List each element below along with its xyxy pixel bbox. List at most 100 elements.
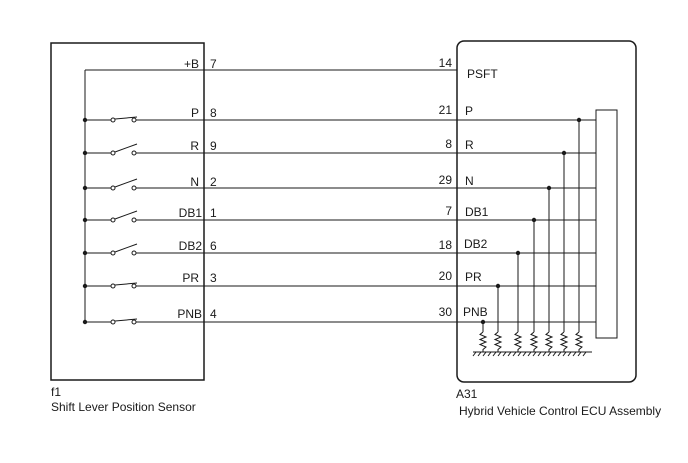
- pull-down-resistors: [472, 331, 592, 357]
- ground-hatch: [472, 351, 477, 357]
- ecu-pin-number: 21: [439, 103, 453, 117]
- ground-hatch: [537, 351, 542, 357]
- switch-blade: [114, 116, 138, 120]
- switch-contact: [110, 117, 116, 123]
- ground-hatch: [532, 351, 537, 357]
- ground-hatch: [567, 351, 572, 357]
- sensor-pin-label-pnb: PNB: [177, 307, 202, 321]
- sensor-connector-code: f1: [51, 385, 61, 399]
- switch-contact: [110, 250, 116, 256]
- ground-hatch: [492, 351, 497, 357]
- ecu-pin-number: 7: [445, 204, 452, 218]
- sensor-pin-number: 6: [210, 239, 217, 253]
- switches: [110, 116, 138, 325]
- sensor-pin-label-r: R: [190, 139, 199, 153]
- ecu-pin-labels: PSFT P R N DB1 DB2 PR PNB: [463, 67, 498, 319]
- ecu-ic-block: [595, 109, 618, 339]
- sensor-pin-label-b: +B: [184, 57, 199, 71]
- junction-dot: [82, 319, 88, 325]
- switch-blade: [114, 318, 138, 322]
- ground-hatch: [582, 351, 587, 357]
- resistor: [544, 331, 554, 352]
- switch-contact: [110, 150, 116, 156]
- ecu-pin-number: 29: [439, 173, 453, 187]
- switch-contact: [131, 283, 137, 289]
- junction-dot: [82, 150, 88, 156]
- ground-hatch: [552, 351, 557, 357]
- ecu-pin-numbers: 14 21 8 29 7 18 20 30: [439, 56, 453, 319]
- ground-hatch: [487, 351, 492, 357]
- switch-blade: [114, 282, 138, 286]
- sensor-box: [50, 42, 205, 381]
- wires: [82, 69, 618, 339]
- ecu-pin-label-pnb: PNB: [463, 305, 488, 319]
- ground-hatch: [542, 351, 547, 357]
- ecu-pin-number: 14: [439, 56, 453, 70]
- resistor: [529, 331, 539, 352]
- junction-dot: [82, 185, 88, 191]
- sensor-pin-number: 1: [210, 206, 217, 220]
- ground-hatch: [507, 351, 512, 357]
- ecu-pin-label-db1: DB1: [465, 205, 489, 219]
- sensor-pin-number: 4: [210, 307, 217, 321]
- sensor-pin-label-pr: PR: [182, 271, 199, 285]
- resistor: [559, 331, 569, 352]
- sensor-pin-label-p: P: [191, 106, 199, 120]
- resistor: [478, 331, 488, 352]
- ecu-pin-label-n: N: [465, 174, 474, 188]
- ground-hatch: [572, 351, 577, 357]
- switch-contact: [131, 150, 137, 156]
- ecu-pin-label-psft: PSFT: [467, 67, 498, 81]
- junction-dot: [82, 250, 88, 256]
- switch-contact: [131, 117, 137, 123]
- ground-hatch: [517, 351, 522, 357]
- switch-contact: [131, 319, 137, 325]
- ground-hatch: [512, 351, 517, 357]
- sensor-pin-number: 7: [210, 57, 217, 71]
- switch-contact: [110, 217, 116, 223]
- ground-hatch: [547, 351, 552, 357]
- resistor: [493, 331, 503, 352]
- ecu-pin-label-p: P: [465, 104, 473, 118]
- junction-dot: [82, 117, 88, 123]
- sensor-pin-label-db2: DB2: [179, 239, 203, 253]
- junction-dot: [82, 283, 88, 289]
- sensor-pin-number: 3: [210, 271, 217, 285]
- ecu-pin-number: 8: [445, 137, 452, 151]
- sensor-pin-number: 8: [210, 106, 217, 120]
- resistor: [574, 331, 584, 352]
- ecu-name: Hybrid Vehicle Control ECU Assembly: [459, 404, 661, 418]
- sensor-pin-labels: +B P R N DB1 DB2 PR PNB: [177, 57, 202, 321]
- ecu-box: [456, 40, 637, 383]
- switch-blade: [114, 143, 138, 153]
- switch-blade: [114, 210, 138, 220]
- ecu-pin-label-db2: DB2: [464, 237, 488, 251]
- switch-blade: [114, 243, 138, 253]
- ground-hatch: [482, 351, 487, 357]
- ground-hatch: [497, 351, 502, 357]
- ecu-pin-label-pr: PR: [465, 270, 482, 284]
- junction-dot: [82, 217, 88, 223]
- ground-hatch: [562, 351, 567, 357]
- switch-contact: [131, 250, 137, 256]
- ecu-pin-number: 18: [439, 238, 453, 252]
- ground-hatch: [527, 351, 532, 357]
- switch-contact: [110, 319, 116, 325]
- sensor-pin-label-db1: DB1: [179, 206, 203, 220]
- ground-hatch: [522, 351, 527, 357]
- ground-hatch: [477, 351, 482, 357]
- ecu-pin-label-r: R: [465, 138, 474, 152]
- sensor-pin-numbers: 7 8 9 2 1 6 3 4: [210, 57, 217, 321]
- resistor: [513, 331, 523, 352]
- ground-hatch: [557, 351, 562, 357]
- switch-contact: [131, 217, 137, 223]
- sensor-pin-number: 2: [210, 175, 217, 189]
- sensor-pin-number: 9: [210, 139, 217, 153]
- ecu-connector-code: A31: [456, 387, 478, 401]
- ecu-pin-number: 30: [439, 305, 453, 319]
- ground-hatch: [502, 351, 507, 357]
- switch-contact: [110, 185, 116, 191]
- switch-contact: [131, 185, 137, 191]
- switch-contact: [110, 283, 116, 289]
